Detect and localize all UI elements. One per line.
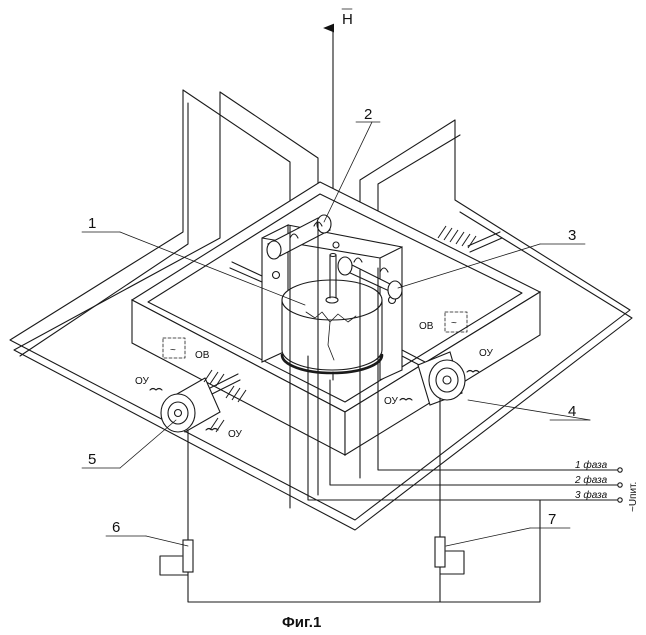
callout-3: 3 xyxy=(568,227,576,244)
winding-ou-right: ОУ xyxy=(479,348,494,359)
callout-2: 2 xyxy=(364,106,372,123)
phase-3-label: 3 фаза xyxy=(575,489,608,501)
callout-4: 4 xyxy=(568,403,576,420)
svg-text:~: ~ xyxy=(170,345,176,356)
phase-1-label: 1 фаза xyxy=(575,459,608,471)
callout-1: 1 xyxy=(88,215,96,232)
phase-2-label: 2 фаза xyxy=(574,474,608,486)
winding-ov-left: ОВ xyxy=(195,350,210,361)
svg-text:~: ~ xyxy=(451,318,457,329)
supply-label: ~Uпит. xyxy=(628,482,639,512)
winding-ou-left: ОУ xyxy=(135,376,150,387)
vector-label: H xyxy=(342,11,353,28)
callout-6: 6 xyxy=(112,519,120,536)
callout-7: 7 xyxy=(548,511,556,528)
potentiometer-7 xyxy=(435,537,445,567)
winding-ou-left-lower: ОУ xyxy=(228,429,243,440)
callout-5: 5 xyxy=(88,451,96,468)
winding-ov-right: ОВ xyxy=(419,321,434,332)
figure-caption: Фиг.1 xyxy=(282,614,321,631)
winding-ou-right-lower: ОУ xyxy=(384,396,399,407)
